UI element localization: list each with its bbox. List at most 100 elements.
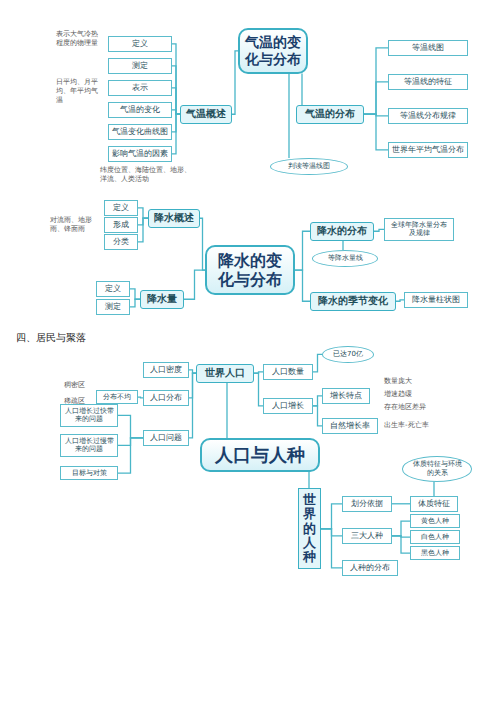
topic-box: 人口增长 <box>263 398 313 414</box>
branch-line <box>138 208 148 218</box>
topic-box: 全球年降水量分布及规律 <box>384 218 454 241</box>
node-text: 降水的季节变化 <box>315 295 391 308</box>
node-text: 降水的分布 <box>315 225 369 238</box>
topic-box: 人口分布 <box>143 390 189 406</box>
node-text: 等温线的特征 <box>392 77 464 87</box>
central-topic: 降水的变化与分布 <box>205 245 295 295</box>
branch-line <box>118 438 143 473</box>
node-text: 体质特征 <box>414 499 454 509</box>
branch-line <box>295 270 310 301</box>
note-text: 稠密区 <box>64 381 94 390</box>
topic-box: 气温变化曲线图 <box>108 124 172 140</box>
node-text: 等温线分布规律 <box>392 111 464 121</box>
node-text: 已达70亿 <box>331 350 365 359</box>
branch-line <box>295 231 310 270</box>
branch-line <box>364 48 388 114</box>
branch-line <box>321 504 342 529</box>
note-text: 出生率-死亡率 <box>384 421 448 430</box>
note-text: 存在地区差异 <box>384 403 454 412</box>
node-text: 人口数量 <box>267 367 309 377</box>
node-text: 体质特征与环境的关系 <box>411 460 463 478</box>
central-topic: 气温的变化与分布 <box>238 28 308 74</box>
branch-line <box>392 503 410 504</box>
branch-line <box>130 299 140 307</box>
node-text: 降水概述 <box>153 212 195 225</box>
topic-box: 世界的人种 <box>298 488 321 569</box>
branch-line <box>138 218 148 242</box>
node-text: 划分依据 <box>346 499 388 509</box>
topic-box: 世界人口 <box>196 364 254 383</box>
node-text: 人口问题 <box>147 433 185 443</box>
topic-box: 世界年平均气温分布 <box>388 142 468 158</box>
branch-line <box>321 529 342 568</box>
topic-box: 降水概述 <box>148 209 200 228</box>
note-bubble: 判读等温线图 <box>270 158 348 175</box>
node-text: 分类 <box>108 237 134 247</box>
topic-box: 降水量柱状图 <box>404 292 468 308</box>
branch-line <box>118 415 143 437</box>
topic-box: 人口密度 <box>143 362 189 378</box>
node-text: 世界的人种 <box>303 493 316 564</box>
node-text: 气温的变化与分布 <box>245 34 301 68</box>
branch-line <box>342 241 343 251</box>
node-text: 目标与对策 <box>64 469 114 477</box>
node-text: 人口与人种 <box>207 444 313 466</box>
note-text: 对流雨、地形雨、锋面雨 <box>50 216 100 234</box>
node-text: 世界人口 <box>201 367 249 380</box>
node-text: 等降水量线 <box>321 254 369 263</box>
branch-line <box>313 406 322 426</box>
node-text: 三大人种 <box>346 531 388 541</box>
branch-line <box>189 373 196 438</box>
node-text: 定义 <box>100 284 126 294</box>
branch-line <box>254 373 263 406</box>
node-text: 等温线图 <box>392 43 464 53</box>
node-text: 降水的变化与分布 <box>212 251 288 289</box>
topic-box: 分布不均 <box>96 390 138 404</box>
topic-box: 目标与对策 <box>60 466 118 480</box>
topic-box: 黄色人种 <box>410 514 460 528</box>
note-text: 表示大气冷热程度的物理量 <box>56 30 104 48</box>
branch-line <box>433 482 434 497</box>
branch-line <box>172 88 180 114</box>
note-bubble: 等降水量线 <box>312 250 378 267</box>
node-text: 黄色人种 <box>414 517 456 525</box>
node-text: 定义 <box>108 203 134 213</box>
node-text: 人口增长过慢带来的问题 <box>64 437 114 454</box>
topic-box: 测定 <box>108 58 172 74</box>
topic-box: 气温的变化 <box>108 102 172 118</box>
node-text: 气温概述 <box>185 108 227 121</box>
branch-line <box>301 74 302 105</box>
note-text: 纬度位置、海陆位置、地形、洋流、人类活动 <box>100 166 196 184</box>
node-text: 降水量柱状图 <box>408 295 464 305</box>
note-bubble: 已达70亿 <box>322 346 374 363</box>
node-text: 世界年平均气温分布 <box>392 145 464 155</box>
node-text: 人种的分布 <box>346 563 394 573</box>
topic-box: 划分依据 <box>342 496 392 512</box>
topic-box: 等温线分布规律 <box>388 108 468 124</box>
node-text: 分布不均 <box>100 393 134 401</box>
branch-line <box>172 44 180 114</box>
topic-box: 形成 <box>104 217 138 233</box>
branch-line <box>288 74 289 158</box>
node-text: 气温的分布 <box>301 108 359 121</box>
topic-box: 体质特征 <box>410 496 458 512</box>
topic-box: 定义 <box>96 281 130 297</box>
topic-box: 表示 <box>108 80 172 96</box>
node-text: 测定 <box>100 302 126 312</box>
node-text: 自然增长率 <box>326 421 374 431</box>
branch-line <box>308 472 309 488</box>
node-text: 全球年降水量分布及规律 <box>388 221 450 238</box>
branch-line <box>130 289 140 299</box>
topic-box: 降水量 <box>140 290 184 309</box>
topic-box: 定义 <box>108 36 172 52</box>
topic-box: 人口增长过快带来的问题 <box>60 404 118 427</box>
node-text: 黑色人种 <box>414 549 456 557</box>
topic-box: 降水的分布 <box>310 222 374 241</box>
topic-box: 定义 <box>104 200 138 216</box>
branch-line <box>226 383 227 439</box>
note-text: 增速趋缓 <box>384 390 444 399</box>
node-text: 人口密度 <box>147 365 185 375</box>
node-text: 表示 <box>112 83 168 93</box>
